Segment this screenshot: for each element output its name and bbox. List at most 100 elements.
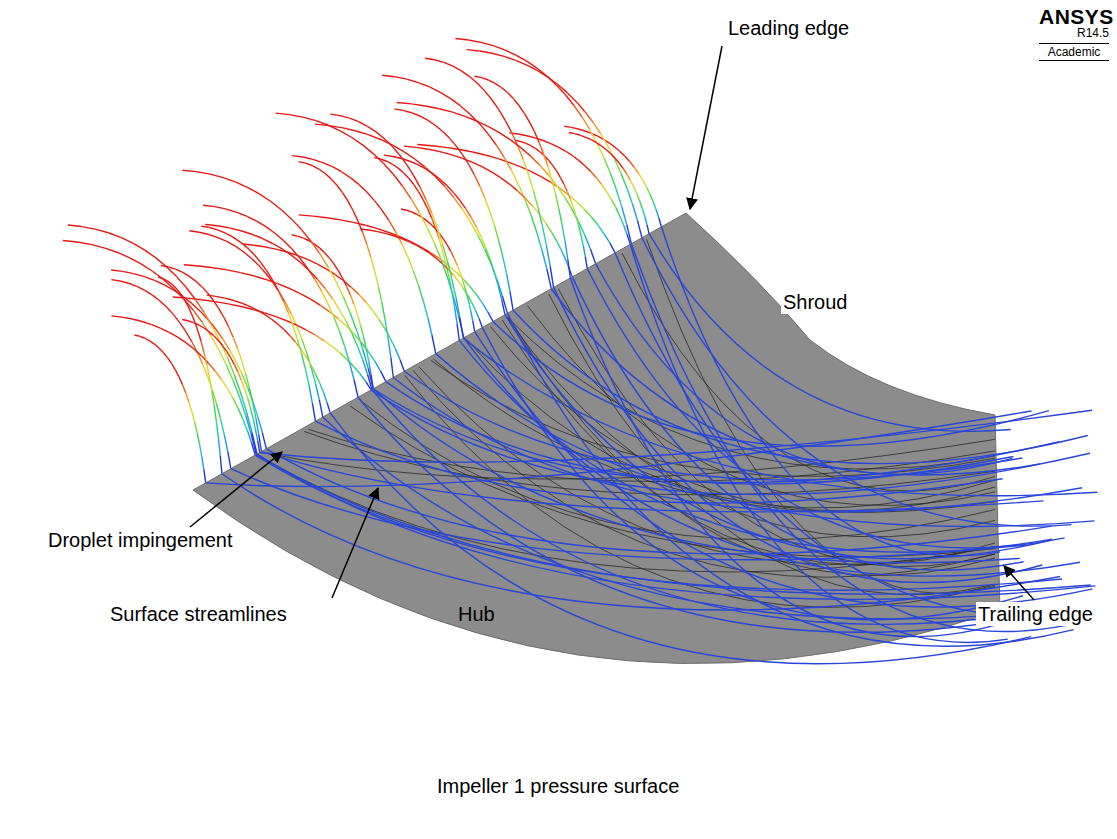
droplet-trajectory xyxy=(375,272,379,287)
droplet-trajectory xyxy=(210,174,223,177)
droplet-trajectory xyxy=(155,280,165,285)
droplet-trajectory xyxy=(123,271,134,273)
droplet-trajectory xyxy=(293,326,297,340)
droplet-trajectory xyxy=(134,335,139,336)
droplet-trajectory xyxy=(189,276,195,281)
droplet-trajectory xyxy=(226,365,233,381)
droplet-trajectory xyxy=(596,143,601,146)
droplet-trajectory xyxy=(152,325,161,329)
droplet-trajectory xyxy=(329,126,343,128)
droplet-trajectory xyxy=(552,233,558,243)
droplet-trajectory xyxy=(465,116,477,121)
droplet-trajectory xyxy=(509,184,517,191)
droplet-trajectory xyxy=(457,324,459,341)
droplet-trajectory xyxy=(330,114,340,116)
droplet-trajectory xyxy=(297,326,302,339)
surface-streamline xyxy=(622,253,995,491)
droplet-trajectory xyxy=(255,429,257,440)
droplet-trajectory xyxy=(627,174,631,180)
droplet-trajectory xyxy=(393,164,399,168)
droplet-trajectory xyxy=(248,188,260,194)
droplet-trajectory xyxy=(225,233,233,237)
droplet-trajectory xyxy=(439,109,452,112)
droplet-trajectory xyxy=(611,153,615,157)
droplet-trajectory xyxy=(167,281,171,284)
droplet-trajectory xyxy=(167,358,171,364)
droplet-trajectory xyxy=(469,164,475,175)
droplet-trajectory xyxy=(229,327,234,338)
droplet-trajectory xyxy=(560,177,563,184)
droplet-trajectory xyxy=(429,87,440,92)
droplet-trajectory xyxy=(241,273,254,276)
droplet-trajectory xyxy=(227,388,233,398)
droplet-trajectory xyxy=(552,179,556,193)
droplet-trajectory xyxy=(409,242,416,246)
droplet-trajectory xyxy=(400,360,404,371)
droplet-trajectory xyxy=(386,234,394,236)
droplet-trajectory xyxy=(477,121,489,127)
droplet-trajectory xyxy=(502,296,507,313)
droplet-trajectory xyxy=(276,113,290,115)
droplet-trajectory xyxy=(558,147,565,151)
droplet-trajectory xyxy=(207,295,216,296)
droplet-trajectory xyxy=(323,163,333,167)
droplet-trajectory xyxy=(659,218,662,227)
droplet-trajectory xyxy=(186,332,192,342)
droplet-trajectory xyxy=(397,103,412,104)
droplet-trajectory xyxy=(568,259,571,278)
droplet-trajectory xyxy=(411,104,425,106)
droplet-trajectory xyxy=(656,209,659,217)
droplet-trajectory xyxy=(229,228,240,231)
droplet-trajectory xyxy=(510,291,513,310)
droplet-trajectory xyxy=(504,157,511,170)
droplet-trajectory xyxy=(363,145,374,154)
droplet-trajectory xyxy=(302,354,306,369)
droplet-trajectory xyxy=(630,180,633,186)
droplet-trajectory xyxy=(492,53,504,56)
droplet-trajectory xyxy=(467,50,480,51)
droplet-trajectory xyxy=(455,38,468,39)
droplet-trajectory xyxy=(219,308,224,317)
droplet-trajectory xyxy=(303,117,316,121)
droplet-trajectory xyxy=(531,171,541,176)
droplet-trajectory xyxy=(200,444,202,456)
droplet-trajectory xyxy=(406,210,411,212)
droplet-trajectory xyxy=(332,167,341,172)
droplet-trajectory xyxy=(186,287,195,299)
droplet-trajectory xyxy=(440,152,451,155)
droplet-trajectory xyxy=(637,193,640,200)
droplet-trajectory xyxy=(217,404,221,419)
droplet-trajectory xyxy=(203,205,214,206)
droplet-trajectory xyxy=(457,265,460,273)
droplet-trajectory xyxy=(337,185,343,192)
droplet-trajectory xyxy=(393,145,404,151)
droplet-trajectory xyxy=(604,158,610,173)
droplet-trajectory xyxy=(567,93,576,102)
droplet-trajectory xyxy=(476,310,480,318)
droplet-trajectory xyxy=(398,168,403,173)
droplet-trajectory xyxy=(517,191,525,198)
droplet-trajectory xyxy=(441,260,447,278)
droplet-trajectory xyxy=(409,178,414,184)
droplet-trajectory xyxy=(242,361,246,374)
droplet-trajectory xyxy=(495,226,499,241)
droplet-trajectory xyxy=(215,371,221,379)
droplet-trajectory xyxy=(445,186,454,197)
droplet-trajectory xyxy=(537,232,542,250)
droplet-trajectory xyxy=(634,167,638,173)
droplet-trajectory xyxy=(642,208,645,216)
droplet-trajectory xyxy=(625,156,630,161)
droplet-trajectory xyxy=(186,343,194,349)
droplet-trajectory xyxy=(491,172,500,178)
droplet-trajectory xyxy=(254,255,260,263)
droplet-trajectory xyxy=(213,300,218,308)
droplet-trajectory xyxy=(227,270,240,273)
droplet-trajectory xyxy=(453,297,458,317)
droplet-trajectory xyxy=(182,170,196,171)
droplet-trajectory xyxy=(407,164,414,175)
droplet-trajectory xyxy=(413,175,419,187)
droplet-trajectory xyxy=(292,156,303,157)
droplet-trajectory xyxy=(373,389,1020,563)
droplet-trajectory xyxy=(507,274,510,292)
droplet-trajectory xyxy=(320,383,324,393)
